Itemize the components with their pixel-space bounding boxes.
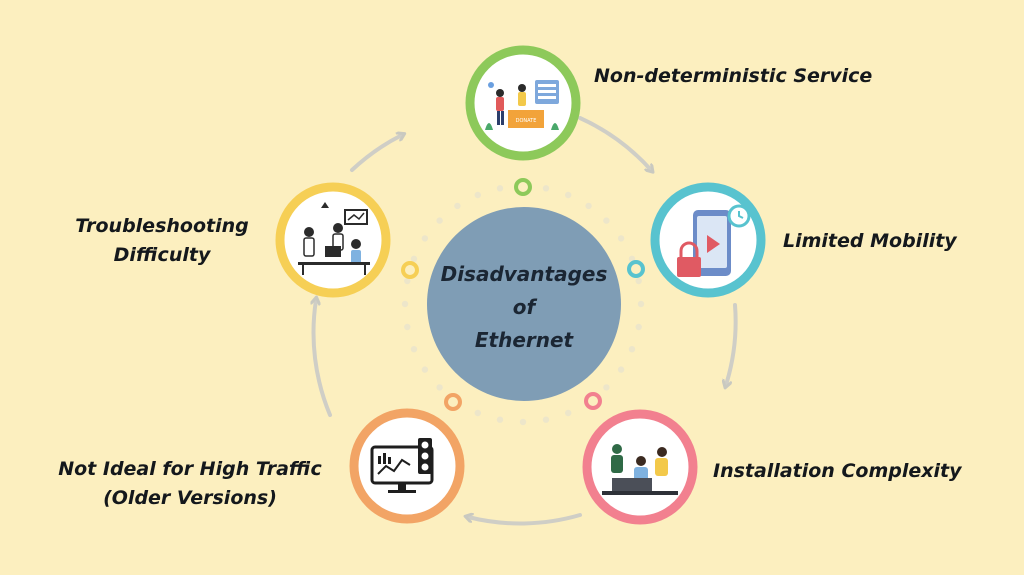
label-line: Limited Mobility: [783, 230, 957, 252]
label-limited-mobility: Limited Mobility: [783, 227, 957, 256]
ring-dot: [436, 217, 443, 224]
accent-rings: [401, 178, 645, 411]
ring-dot: [496, 185, 504, 192]
label-line: Installation Complexity: [713, 460, 962, 482]
arc-right-to-bottom-right: [726, 303, 738, 385]
accent-ring-green: [514, 178, 532, 196]
ring-dot: [542, 416, 550, 423]
donate-badge: DONATE: [516, 118, 537, 124]
ring-dot: [421, 235, 429, 242]
ring-dot: [628, 346, 636, 353]
label-line: Non-deterministic Service: [594, 65, 873, 87]
ring-dot: [454, 202, 461, 210]
center-title-line-2: of: [512, 295, 536, 319]
ring-dot: [585, 202, 592, 210]
ring-dot: [635, 323, 642, 331]
locked-phone-video-icon: [677, 204, 751, 277]
ring-dot: [542, 185, 550, 192]
node-right: [650, 182, 766, 298]
node-left: [275, 182, 391, 298]
ring-dot: [519, 418, 527, 426]
ring-dot: [436, 384, 443, 391]
node-top: DONATE: [465, 45, 581, 161]
ring-dot: [617, 235, 625, 242]
node-bottom-left: [349, 408, 465, 524]
monitor-traffic-light-icon: [370, 438, 434, 493]
label-troubleshooting-difficulty: Troubleshooting Difficulty: [66, 212, 258, 270]
arc-top-to-right: [578, 116, 651, 170]
label-line-1: Not Ideal for High Traffic: [58, 458, 322, 480]
ring-dot: [404, 323, 411, 331]
connector-arcs: [314, 116, 738, 526]
label-line-2: Difficulty: [113, 244, 211, 266]
ring-dot: [474, 191, 481, 199]
arc-left-to-top: [350, 135, 402, 172]
ring-dot: [603, 384, 610, 391]
accent-ring-orange: [444, 393, 462, 411]
people-with-server-illustration-icon: DONATE: [485, 80, 559, 130]
ring-dot: [404, 277, 411, 285]
accent-ring-teal: [627, 260, 645, 278]
accent-ring-yellow: [401, 261, 419, 279]
ring-dot: [565, 409, 572, 417]
ring-dot: [410, 255, 418, 262]
arc-bottom-right-to-bottom-left: [468, 515, 582, 526]
ring-dot: [496, 416, 504, 423]
label-installation-complexity: Installation Complexity: [713, 457, 961, 486]
office-team-icon: [298, 202, 370, 275]
label-not-ideal-high-traffic: Not Ideal for High Traffic (Older Versio…: [42, 455, 338, 513]
arc-bottom-left-to-left: [314, 300, 332, 417]
label-line-1: Troubleshooting: [75, 215, 249, 237]
ring-dot: [635, 277, 642, 285]
center-title-line-1: Disadvantages: [440, 262, 608, 286]
label-line-2: (Older Versions): [103, 487, 277, 509]
label-non-deterministic-service: Non-deterministic Service: [594, 62, 872, 91]
accent-ring-pink: [584, 392, 602, 410]
center-circle: [427, 207, 621, 401]
ring-dot: [565, 191, 572, 199]
team-at-laptop-icon: [602, 444, 678, 495]
ring-dot: [421, 366, 429, 373]
ring-dot: [401, 300, 409, 308]
ring-dot: [637, 300, 645, 308]
ring-dot: [617, 366, 625, 373]
center-title-line-3: Ethernet: [474, 328, 574, 352]
ring-dot: [410, 346, 418, 353]
ring-dot: [603, 217, 610, 224]
ring-dot: [474, 409, 481, 417]
center-title: Disadvantages of Ethernet: [436, 258, 612, 357]
node-bottom-right: [582, 409, 698, 525]
